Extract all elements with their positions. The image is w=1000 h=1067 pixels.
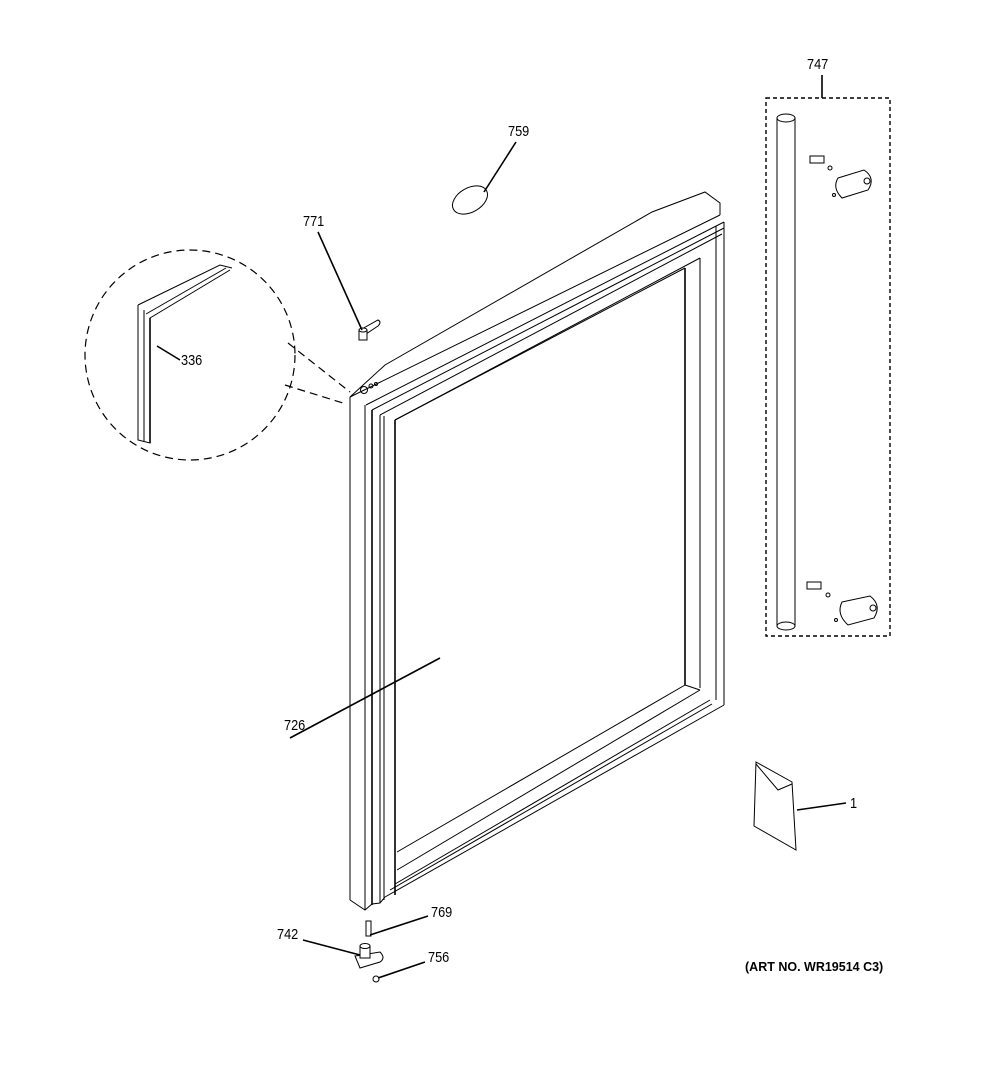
callout-756[interactable]: 756 xyxy=(428,949,450,966)
door-frame[interactable] xyxy=(349,191,725,911)
callout-726[interactable]: 726 xyxy=(284,717,306,734)
callout-747[interactable]: 747 xyxy=(807,56,829,73)
callout-759[interactable]: 759 xyxy=(508,123,530,140)
bottom-hinge-742[interactable] xyxy=(354,943,384,969)
leader-771 xyxy=(317,231,363,331)
callout-769[interactable]: 769 xyxy=(431,904,453,921)
screw-756[interactable] xyxy=(372,975,380,983)
callout-336[interactable]: 336 xyxy=(181,352,203,369)
leader-742 xyxy=(302,939,361,956)
leader-726 xyxy=(289,657,441,739)
art-number: (ART NO. WR19514 C3) xyxy=(745,960,884,974)
cover-759[interactable] xyxy=(448,180,493,220)
leader-1 xyxy=(796,802,847,811)
leader-756 xyxy=(377,961,426,979)
handle-kit-box xyxy=(765,97,891,637)
callout-1[interactable]: 1 xyxy=(850,795,858,812)
instructions-1[interactable] xyxy=(753,761,797,851)
gasket-detail-circle xyxy=(84,249,296,461)
leader-769 xyxy=(369,915,429,936)
hinge-pin-771[interactable] xyxy=(358,319,381,341)
gasket-336[interactable] xyxy=(137,264,233,444)
callout-742[interactable]: 742 xyxy=(277,926,299,943)
hinge-pin-769[interactable] xyxy=(365,920,372,937)
leader-759 xyxy=(483,141,517,193)
callout-771[interactable]: 771 xyxy=(303,213,325,230)
leader-336 xyxy=(156,345,181,361)
handle-747[interactable] xyxy=(776,113,878,631)
